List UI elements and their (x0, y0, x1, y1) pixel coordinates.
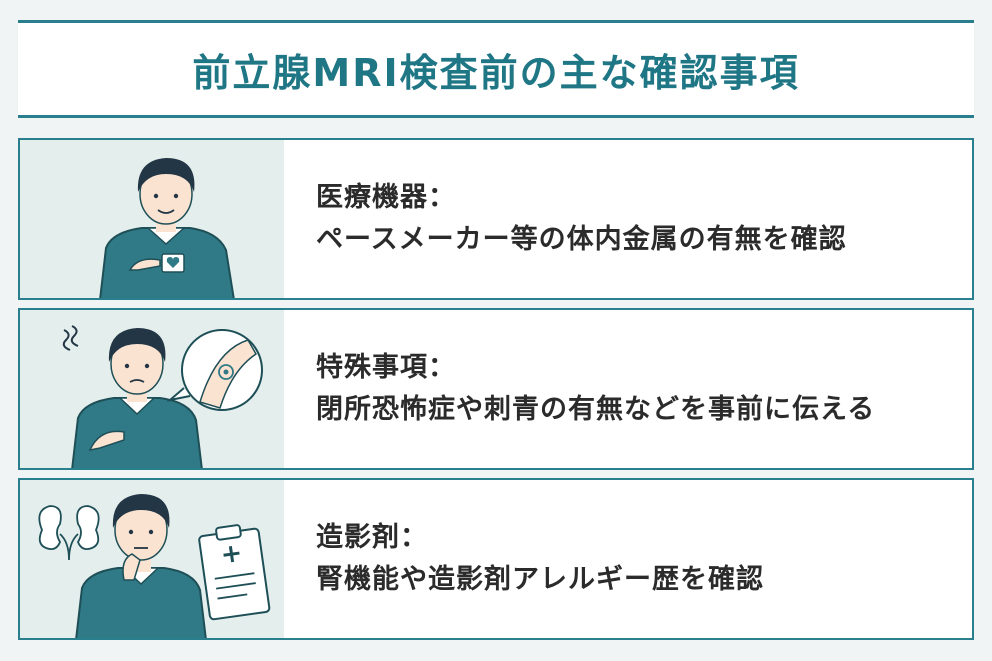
check-card-special-matters: 特殊事項： 閉所恐怖症や刺青の有無などを事前に伝える (18, 308, 974, 470)
card-title: 医療機器： (316, 182, 456, 214)
illustration-man-worried-tattoo (20, 310, 284, 468)
check-card-contrast-agent: 造影剤： 腎機能や造影剤アレルギー歴を確認 (18, 478, 974, 640)
page-title: 前立腺MRI検査前の主な確認事項 (192, 50, 800, 95)
card-description: ペースメーカー等の体内金属の有無を確認 (316, 224, 847, 255)
card-title: 造影剤： (316, 522, 428, 554)
header-banner: 前立腺MRI検査前の主な確認事項 (18, 20, 974, 118)
clipboard-icon (198, 524, 271, 621)
card-title: 特殊事項： (316, 352, 456, 384)
illustration-man-pacemaker (20, 140, 284, 298)
check-card-medical-device: 医療機器： ペースメーカー等の体内金属の有無を確認 (18, 138, 974, 300)
card-description: 閉所恐怖症や刺青の有無などを事前に伝える (316, 394, 876, 425)
card-description: 腎機能や造影剤アレルギー歴を確認 (316, 564, 764, 595)
illustration-man-thinking-kidney (20, 480, 284, 638)
